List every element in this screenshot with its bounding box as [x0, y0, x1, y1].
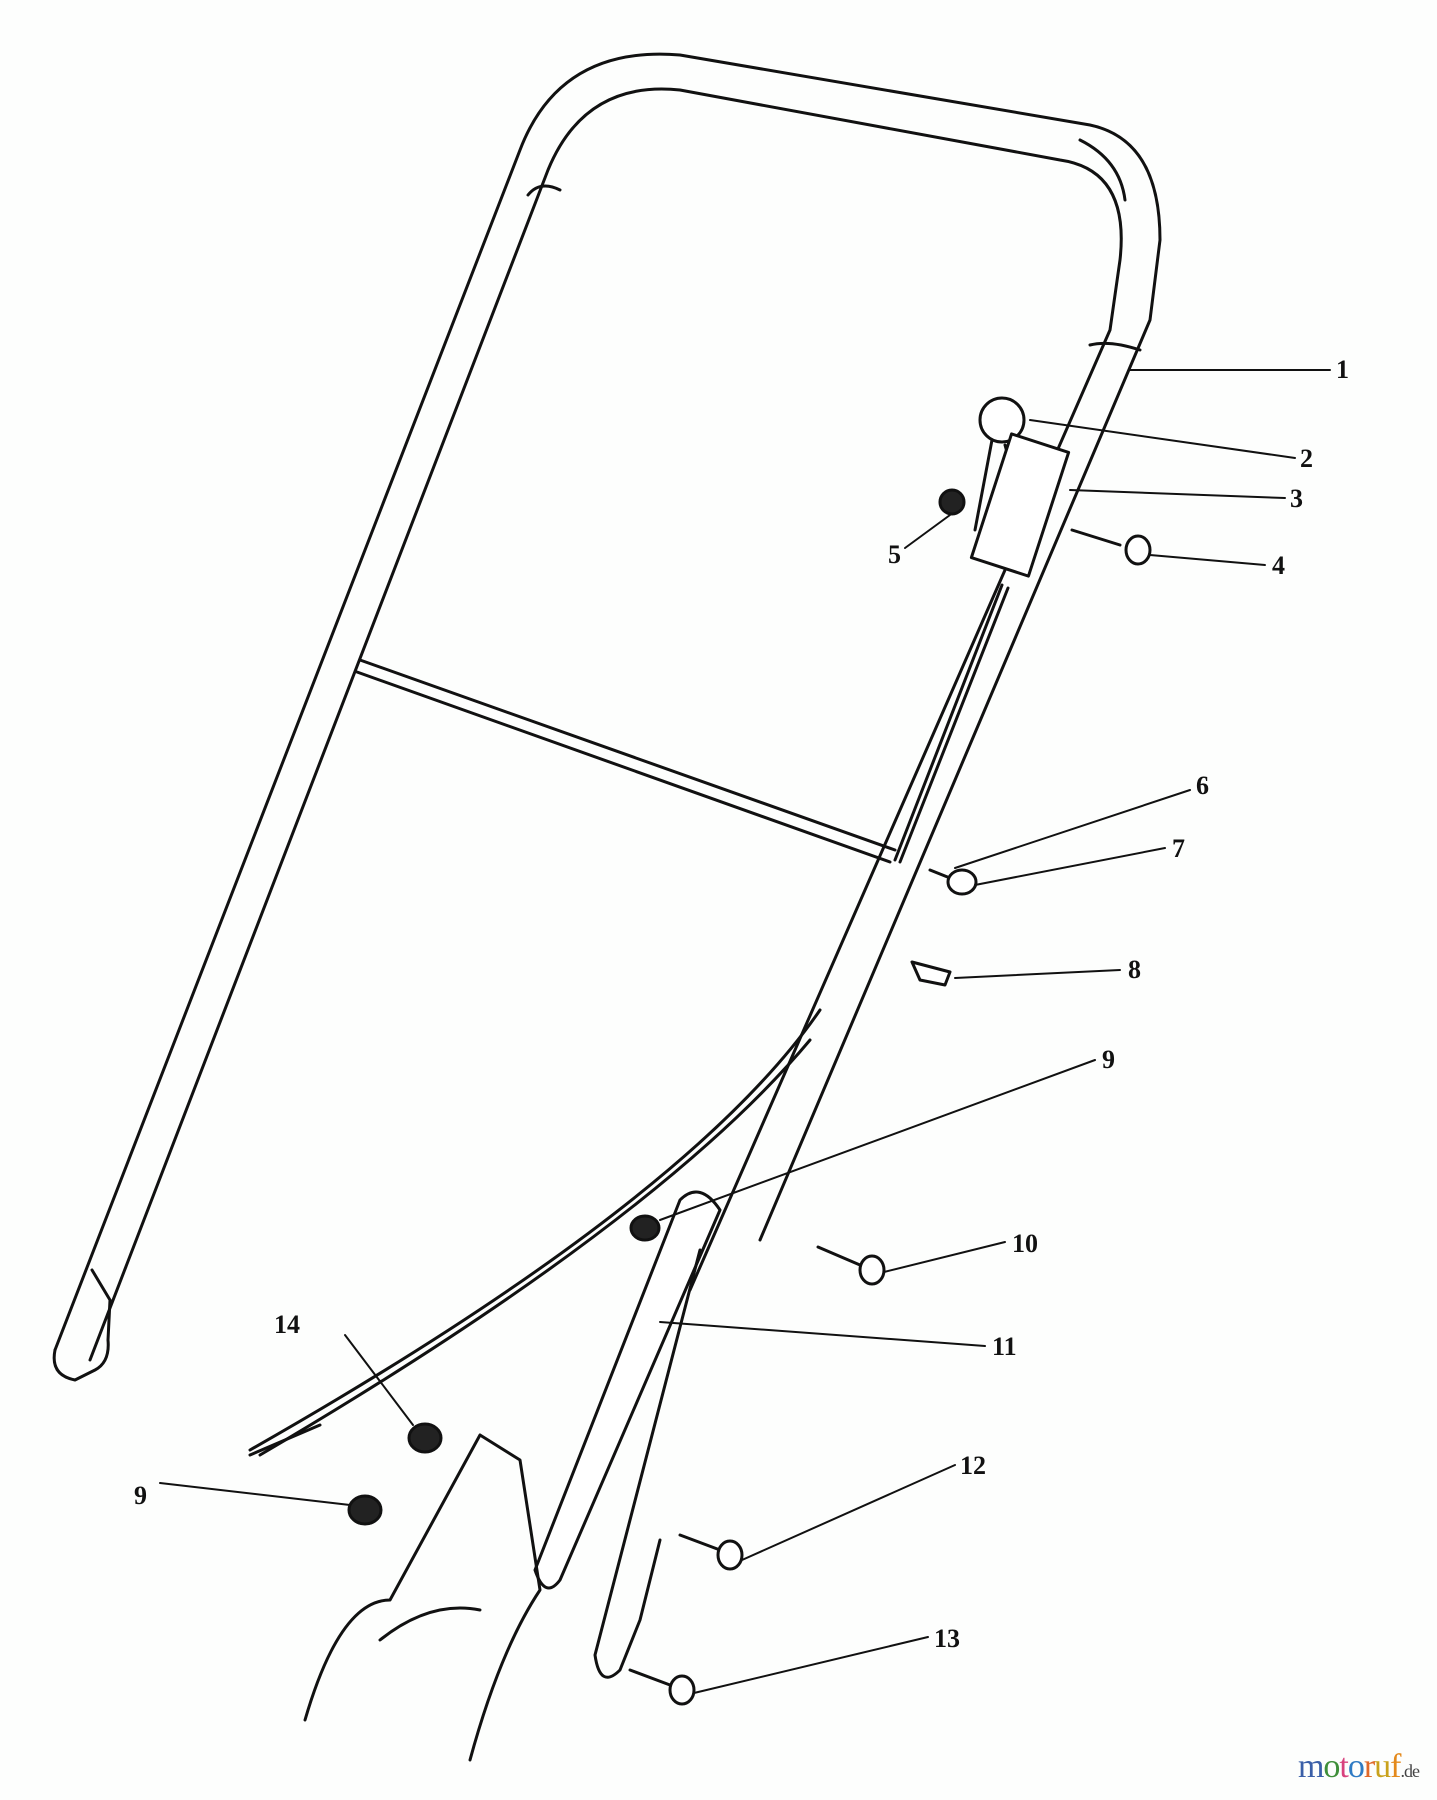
watermark-logo: motoruf.de	[1297, 1748, 1420, 1786]
callout-1: 1	[1336, 355, 1349, 384]
mower-deck	[303, 1433, 542, 1762]
callout-2: 2	[1300, 444, 1313, 473]
callout-11: 11	[992, 1332, 1017, 1361]
watermark-suffix: .de	[1400, 1761, 1420, 1781]
watermark-letter: t	[1339, 1748, 1349, 1785]
callout-5: 5	[888, 540, 901, 569]
callout-8: 8	[1128, 955, 1141, 984]
crossbar	[355, 658, 897, 864]
watermark-letter: u	[1374, 1748, 1391, 1785]
watermark-letter: o	[1347, 1748, 1365, 1785]
watermark-letter: r	[1363, 1748, 1375, 1785]
callout-9-lower: 9	[134, 1481, 147, 1510]
callout-9-upper: 9	[1102, 1045, 1115, 1074]
handle-frame	[52, 52, 1162, 1382]
callout-14: 14	[274, 1310, 300, 1339]
callout-13: 13	[934, 1624, 960, 1653]
callout-7: 7	[1172, 834, 1185, 863]
control-cable	[248, 583, 1010, 1457]
hardware	[248, 528, 1152, 1706]
callout-10: 10	[1012, 1229, 1038, 1258]
watermark-letter: m	[1297, 1748, 1324, 1785]
callout-6: 6	[1196, 771, 1209, 800]
watermark-letter: f	[1390, 1748, 1401, 1785]
callout-3: 3	[1290, 484, 1303, 513]
leader-lines	[159, 369, 1331, 1694]
callout-12: 12	[960, 1451, 986, 1480]
watermark-letter: o	[1323, 1748, 1340, 1785]
callout-4: 4	[1272, 551, 1285, 580]
control-lever	[938, 396, 1071, 578]
bracket	[533, 1190, 722, 1679]
